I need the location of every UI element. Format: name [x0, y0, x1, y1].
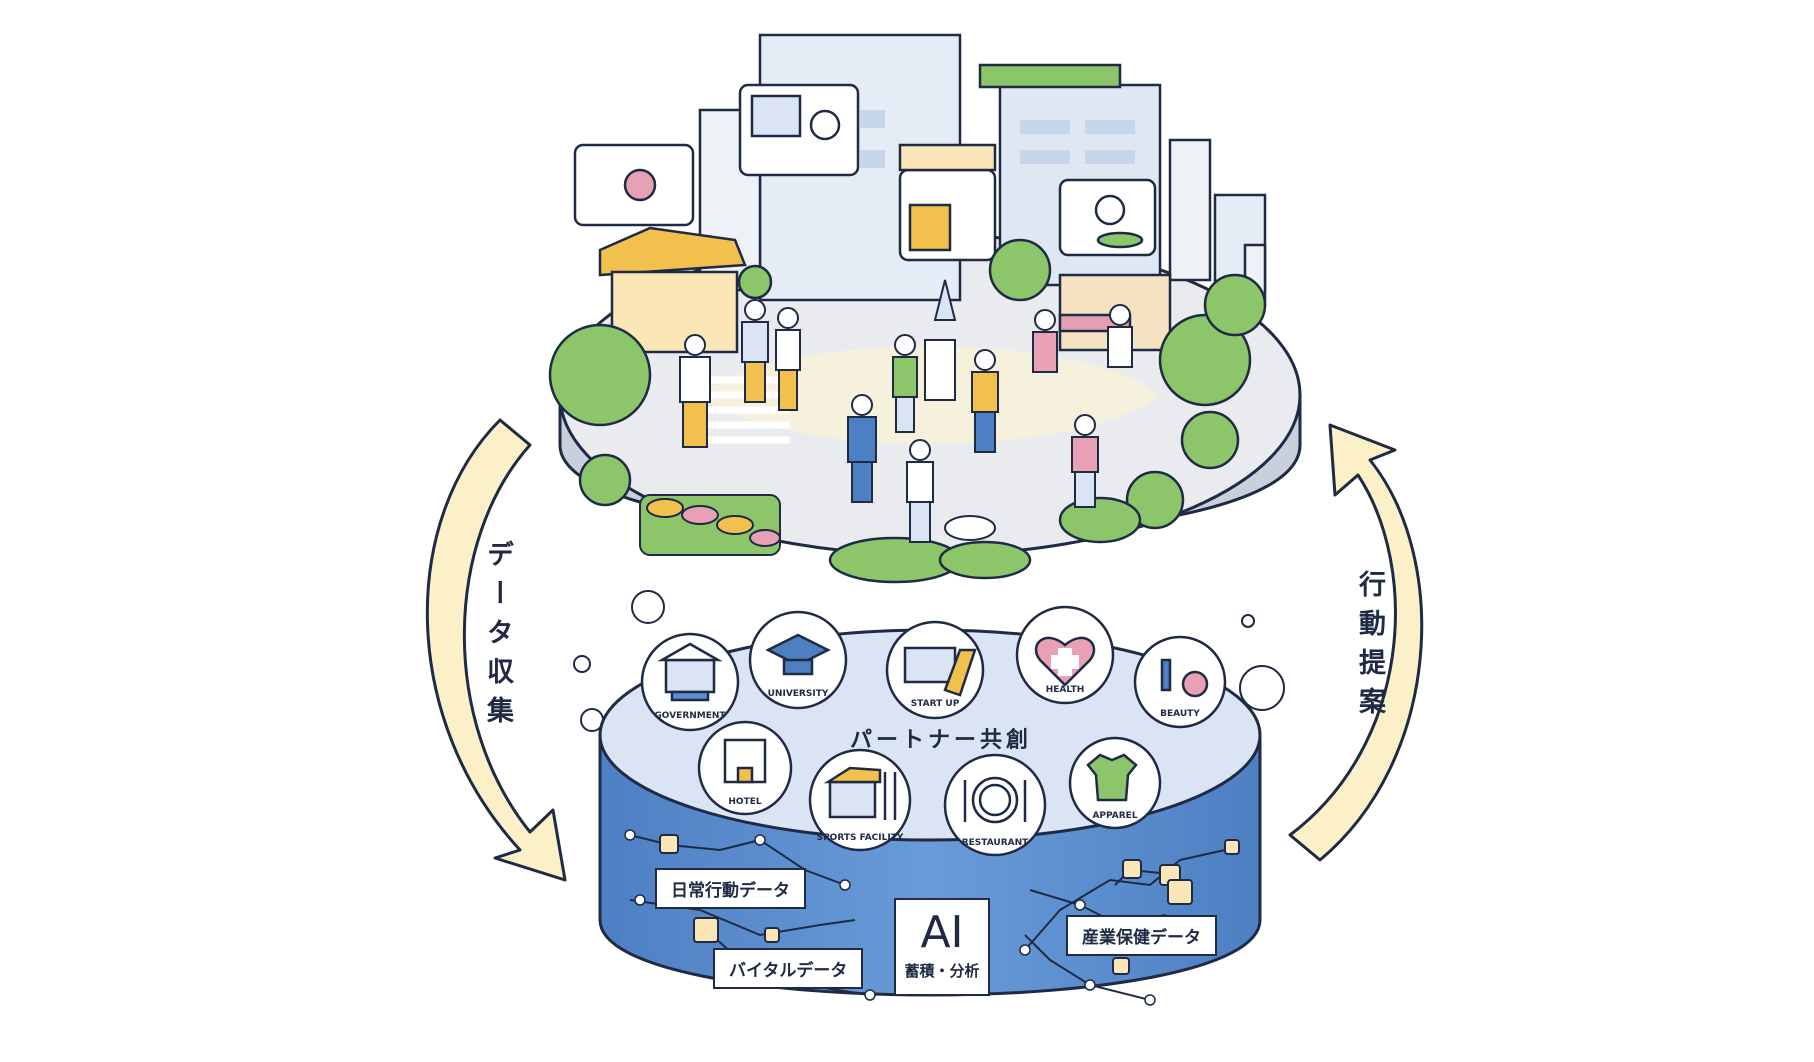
partner-label-health: HEALTH	[1046, 685, 1085, 695]
left-cycle-arrow	[425, 418, 567, 882]
apparel-icon-circle	[1068, 736, 1162, 830]
partner-label-government: GOVERNMENT	[654, 711, 726, 721]
data-collection-label: データ収集	[482, 540, 513, 735]
partner-label-sports-facility: SPORTS FACILITY	[817, 833, 904, 843]
action-proposal-label: 行動提案	[1354, 570, 1385, 726]
partner-label-beauty: BEAUTY	[1160, 709, 1200, 719]
vital-data-label: バイタルデータ	[713, 948, 864, 989]
government-icon-circle	[640, 632, 740, 732]
university-icon-circle	[748, 610, 848, 710]
sports-facility-icon-circle	[808, 748, 912, 852]
beauty-icon-circle	[1133, 635, 1227, 729]
partner-label-startup: START UP	[911, 699, 960, 709]
industrial-health-data-label: 産業保健データ	[1066, 915, 1217, 956]
partner-label-restaurant: RESTAURANT	[962, 838, 1029, 848]
partner-icons	[640, 605, 1227, 857]
daily-activity-data-label: 日常行動データ	[655, 868, 806, 909]
people	[679, 279, 1133, 543]
scene-bubbles	[573, 83, 1157, 262]
partner-label-hotel: HOTEL	[728, 797, 761, 807]
startup-icon-circle	[885, 620, 985, 720]
trees	[548, 238, 1267, 584]
right-cycle-arrow	[1288, 423, 1424, 862]
partner-label-apparel: APPAREL	[1092, 811, 1137, 821]
partner-cocreation-title: パートナー共創	[850, 728, 1033, 753]
partner-label-university: UNIVERSITY	[768, 689, 829, 699]
ai-analysis-box: AI 蓄積・分析	[894, 898, 990, 996]
ai-subtitle: 蓄積・分析	[904, 962, 980, 980]
restaurant-icon-circle	[943, 753, 1047, 857]
flower-bed	[639, 494, 781, 556]
hotel-icon-circle	[697, 720, 793, 816]
ai-title: AI	[920, 907, 964, 958]
health-icon-circle	[1015, 605, 1115, 705]
